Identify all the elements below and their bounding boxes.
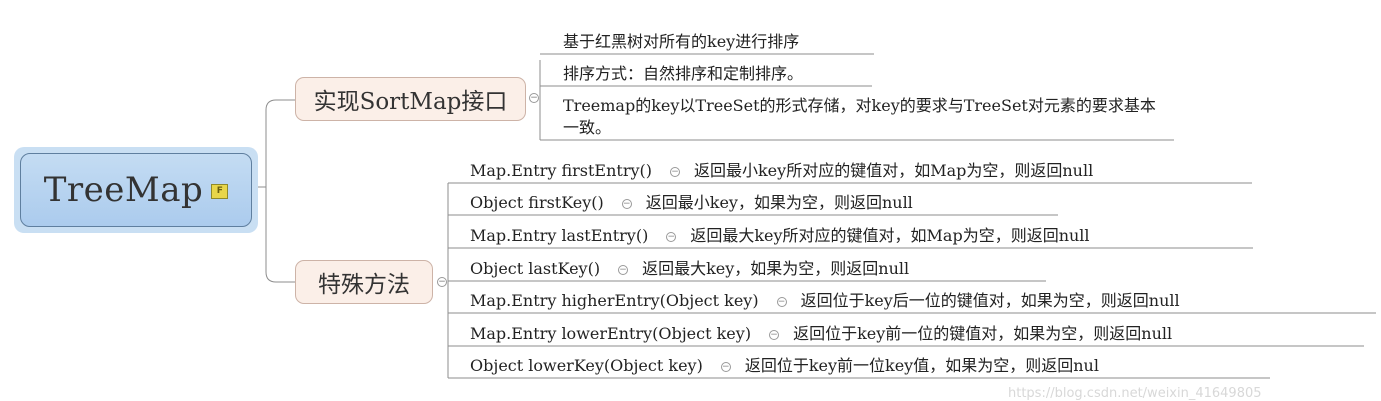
collapse-icon[interactable]: − — [776, 297, 787, 307]
branch-special-methods[interactable]: 特殊方法 — [295, 260, 433, 304]
collapse-icon[interactable]: − — [621, 199, 632, 209]
method-description: 返回最小key，如果为空，则返回null — [645, 193, 913, 212]
method-signature: Map.Entry higherEntry(Object key) — [470, 291, 759, 310]
method-row: Object lastKey() − 返回最大key，如果为空，则返回null — [470, 258, 909, 280]
list-item: Treemap的key以TreeSet的形式存储，对key的要求与TreeSet… — [563, 95, 1168, 139]
method-signature: Object lowerKey(Object key) — [470, 356, 703, 375]
flag-icon: F — [211, 183, 229, 199]
collapse-icon[interactable]: − — [769, 330, 780, 340]
list-item: 排序方式：自然排序和定制排序。 — [563, 64, 804, 83]
method-description: 返回位于key前一位key值，如果为空，则返回nul — [744, 356, 1099, 375]
method-signature: Object firstKey() — [470, 193, 604, 212]
method-row: Object firstKey() − 返回最小key，如果为空，则返回null — [470, 192, 913, 214]
root-node[interactable]: TreeMap F — [14, 147, 258, 233]
collapse-icon[interactable]: − — [529, 93, 539, 103]
method-row: Map.Entry lowerEntry(Object key) − 返回位于key… — [470, 323, 1172, 345]
list-item: 基于红黑树对所有的key进行排序 — [563, 32, 800, 51]
method-description: 返回最大key所对应的键值对，如Map为空，则返回null — [690, 226, 1090, 245]
root-label: TreeMap — [43, 170, 204, 210]
method-signature: Map.Entry lastEntry() — [470, 226, 649, 245]
method-signature: Map.Entry lowerEntry(Object key) — [470, 324, 752, 343]
collapse-icon[interactable]: − — [720, 362, 731, 372]
collapse-icon[interactable]: − — [669, 167, 680, 177]
collapse-icon[interactable]: − — [618, 265, 629, 275]
method-description: 返回位于key前一位的键值对，如果为空，则返回null — [793, 324, 1173, 343]
branch-sortmap[interactable]: 实现SortMap接口 — [295, 77, 526, 121]
method-description: 返回位于key后一位的键值对，如果为空，则返回null — [800, 291, 1180, 310]
method-signature: Object lastKey() — [470, 259, 601, 278]
collapse-icon[interactable]: − — [666, 232, 677, 242]
method-row: Map.Entry lastEntry() − 返回最大key所对应的键值对，如Ma… — [470, 225, 1090, 247]
method-row: Map.Entry higherEntry(Object key) − 返回位于ke… — [470, 290, 1180, 312]
watermark: https://blog.csdn.net/weixin_41649805 — [1008, 386, 1262, 401]
method-description: 返回最小key所对应的键值对，如Map为空，则返回null — [693, 161, 1094, 180]
method-row: Map.Entry firstEntry() − 返回最小key所对应的键值对，如M… — [470, 160, 1093, 182]
method-signature: Map.Entry firstEntry() — [470, 161, 652, 180]
method-description: 返回最大key，如果为空，则返回null — [642, 259, 910, 278]
branch-label: 实现SortMap接口 — [313, 89, 508, 115]
branch-label: 特殊方法 — [318, 272, 410, 298]
method-row: Object lowerKey(Object key) − 返回位于key前一位ke… — [470, 355, 1099, 377]
collapse-icon[interactable]: − — [437, 277, 447, 287]
list-item-text: Treemap的key以TreeSet的形式存储，对key的要求与TreeSet… — [563, 96, 1156, 137]
